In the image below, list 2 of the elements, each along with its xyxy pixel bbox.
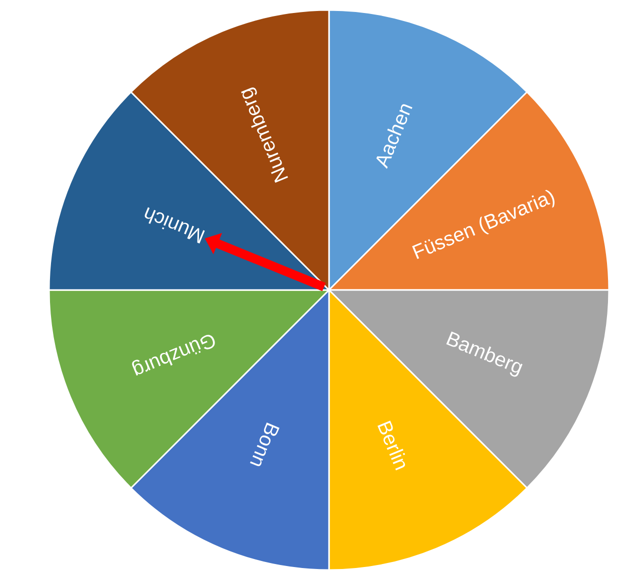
segment-label: Berlin [378,420,406,470]
segment-label: Bonn [250,422,280,466]
